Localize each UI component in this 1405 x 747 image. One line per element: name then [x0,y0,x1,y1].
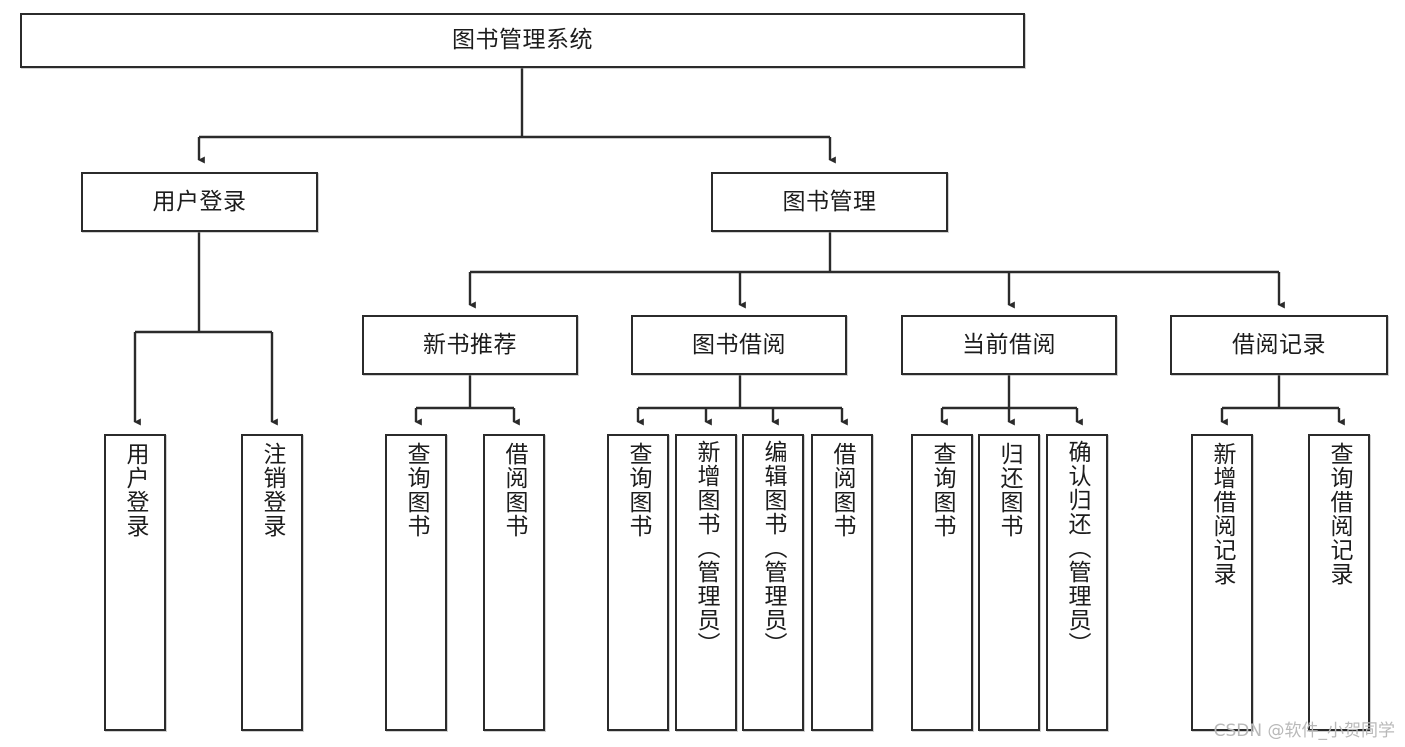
node-leaf-query-record[interactable]: 查询借阅记录 [1308,434,1370,731]
node-leaf-return-book[interactable]: 归还图书 [978,434,1040,731]
node-leaf-add-book-label: 新增图书（管理员） [693,440,720,656]
node-leaf-borrow-book-2[interactable]: 借阅图书 [811,434,873,731]
node-leaf-add-record-label: 新增借阅记录 [1209,442,1236,586]
node-leaf-borrow-book-1-label: 借阅图书 [501,442,528,538]
node-new-book-recommend-label: 新书推荐 [423,331,517,358]
node-leaf-query-book-2[interactable]: 查询图书 [607,434,669,731]
node-borrow-record[interactable]: 借阅记录 [1170,315,1388,375]
node-leaf-confirm-return-label: 确认归还（管理员） [1064,440,1091,656]
node-leaf-query-book-3-label: 查询图书 [929,442,956,538]
node-leaf-edit-book[interactable]: 编辑图书（管理员） [742,434,804,731]
node-root-label: 图书管理系统 [452,27,593,53]
node-leaf-return-book-label: 归还图书 [996,442,1023,538]
node-user-login[interactable]: 用户登录 [81,172,318,232]
node-book-manage-label: 图书管理 [782,188,877,215]
node-root[interactable]: 图书管理系统 [20,13,1025,68]
node-user-login-label: 用户登录 [152,188,247,215]
node-current-borrow-label: 当前借阅 [962,331,1056,358]
node-leaf-user-login[interactable]: 用户登录 [104,434,166,731]
node-book-borrow-label: 图书借阅 [692,331,786,358]
node-borrow-record-label: 借阅记录 [1232,331,1326,358]
node-book-manage[interactable]: 图书管理 [711,172,948,232]
node-leaf-borrow-book-2-label: 借阅图书 [829,442,856,538]
node-leaf-confirm-return[interactable]: 确认归还（管理员） [1046,434,1108,731]
node-leaf-user-logout-label: 注销登录 [259,442,286,538]
node-leaf-query-record-label: 查询借阅记录 [1326,442,1353,586]
node-leaf-borrow-book-1[interactable]: 借阅图书 [483,434,545,731]
node-current-borrow[interactable]: 当前借阅 [901,315,1117,375]
node-new-book-recommend[interactable]: 新书推荐 [362,315,578,375]
node-leaf-add-record[interactable]: 新增借阅记录 [1191,434,1253,731]
node-leaf-query-book-1[interactable]: 查询图书 [385,434,447,731]
node-leaf-query-book-3[interactable]: 查询图书 [911,434,973,731]
node-book-borrow[interactable]: 图书借阅 [631,315,847,375]
node-leaf-edit-book-label: 编辑图书（管理员） [760,440,787,656]
node-leaf-user-login-label: 用户登录 [122,442,149,538]
node-leaf-user-logout[interactable]: 注销登录 [241,434,303,731]
node-leaf-add-book[interactable]: 新增图书（管理员） [675,434,737,731]
node-leaf-query-book-2-label: 查询图书 [625,442,652,538]
node-leaf-query-book-1-label: 查询图书 [403,442,430,538]
